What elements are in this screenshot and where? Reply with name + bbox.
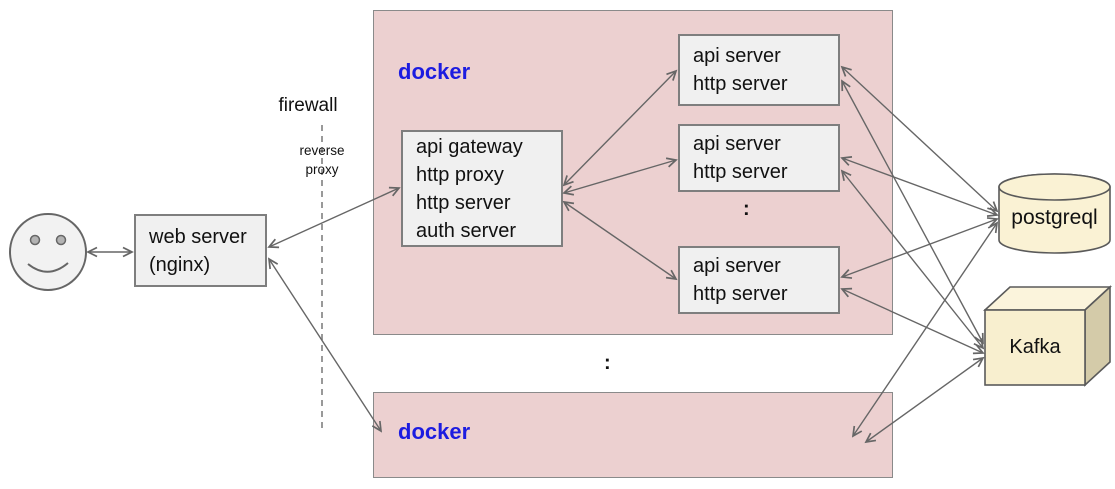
postgres-cylinder-icon <box>998 173 1111 254</box>
api-gateway-label: api gateway http proxy http server auth … <box>416 135 523 242</box>
reverse-proxy-label: reverse proxy <box>299 143 345 177</box>
docker-top-label: docker <box>398 59 471 84</box>
arrow-apiserver1-kafka <box>841 79 984 345</box>
arrow-webserver-dockerbottom <box>267 257 383 433</box>
user-smiley-icon <box>9 213 87 291</box>
arrow-apiserver1-postgres <box>840 65 999 213</box>
arrow-apiserver2-postgres <box>840 156 999 217</box>
docker-containers-ellipsis: : <box>604 352 611 374</box>
web-server-node: web server (nginx) <box>134 214 267 287</box>
postgres-label: postgreql <box>1011 206 1098 229</box>
arrow-gateway-apiserver1 <box>562 69 678 187</box>
kafka-cube-icon <box>982 285 1113 387</box>
smiley-mouth <box>27 262 69 273</box>
docker-container-bottom: docker <box>373 392 893 478</box>
api-server-1-label: api server http server <box>693 45 788 95</box>
api-server-node-1: api server http server <box>678 34 840 106</box>
kafka-label: Kafka <box>1009 336 1061 358</box>
arrow-gateway-apiserver2 <box>562 157 678 196</box>
api-server-node-2: api server http server <box>678 124 840 192</box>
api-server-3-label: api server http server <box>693 255 788 305</box>
firewall-label: firewall <box>278 95 338 116</box>
smiley-right-eye <box>55 234 67 246</box>
api-servers-ellipsis: : <box>743 198 750 220</box>
docker-bottom-label: docker <box>398 419 471 444</box>
arrow-gateway-apiserver3 <box>562 200 678 281</box>
api-gateway-node: api gateway http proxy http server auth … <box>401 130 563 247</box>
api-server-2-label: api server http server <box>693 133 788 183</box>
web-server-label: web server (nginx) <box>149 225 247 276</box>
arrow-dockerbottom-kafka <box>864 356 985 444</box>
smiley-left-eye <box>29 234 41 246</box>
arrow-webserver-apigateway <box>267 186 401 249</box>
api-server-node-3: api server http server <box>678 246 840 314</box>
